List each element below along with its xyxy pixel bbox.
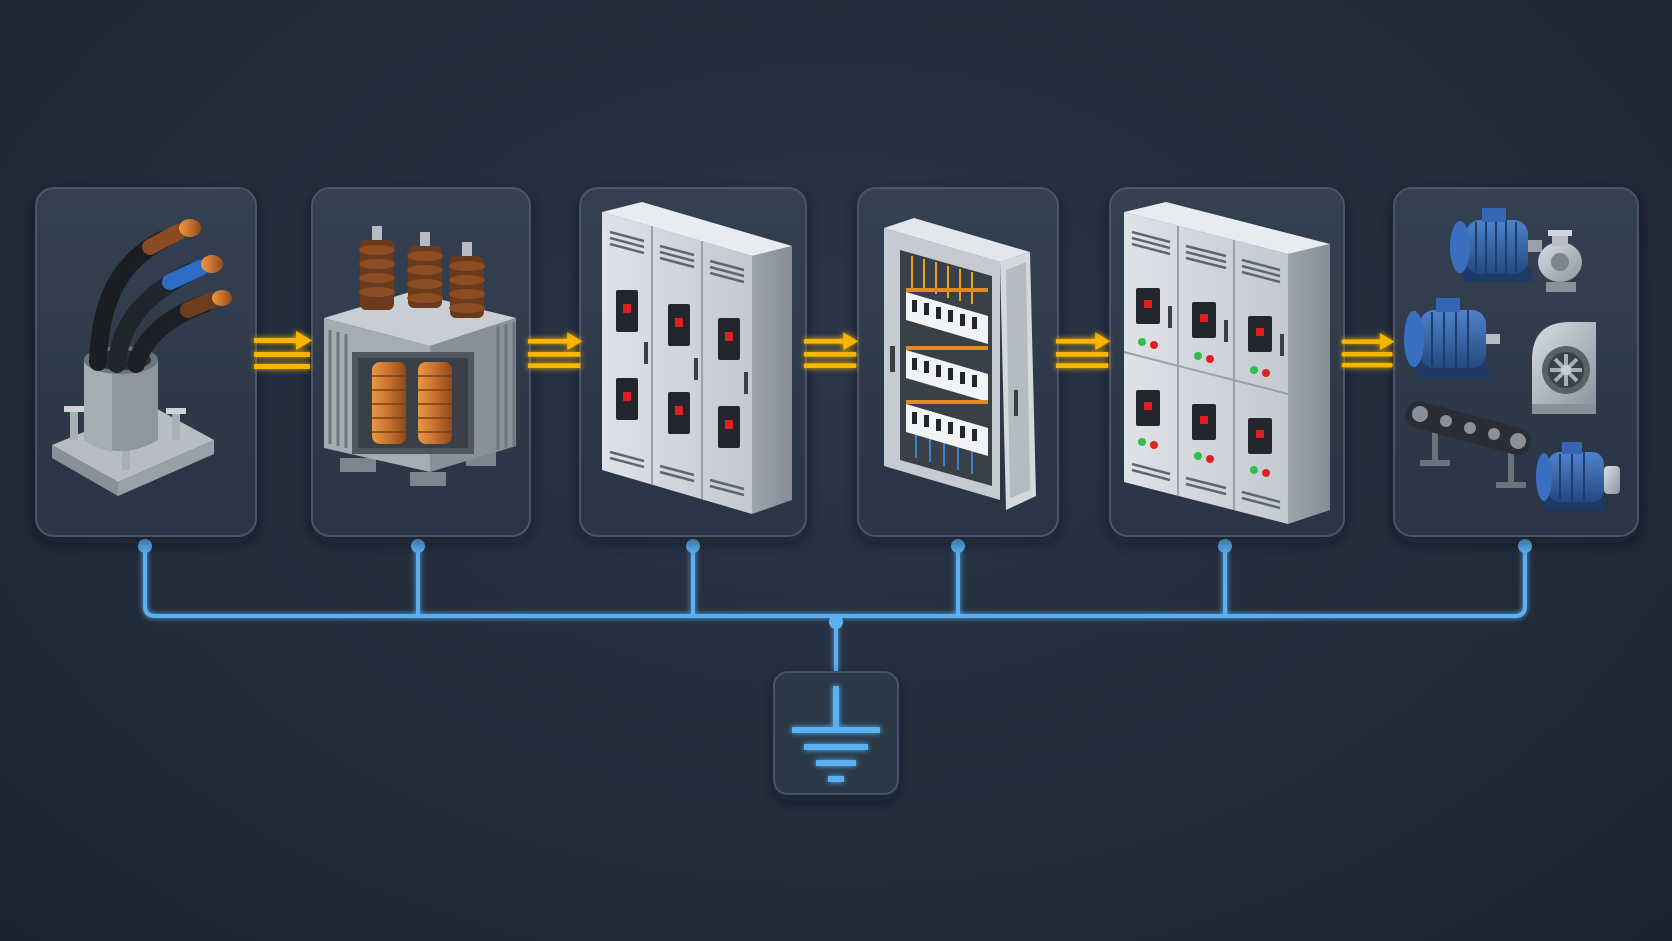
ground-nodes [138,539,1532,629]
double-arrow-icon [803,332,859,368]
ground-bus-line [143,546,1527,618]
ground-node-5 [1218,539,1232,553]
double-arrow-icon [1055,332,1111,368]
conveyor-icon [1405,401,1531,488]
ground-node-3 [686,539,700,553]
ground-junction [829,615,843,629]
ground-node-6 [1518,539,1532,553]
motor-pump-icon [1450,208,1582,292]
breaker-panel-icon [884,218,1036,510]
motors-pump-fan-conveyor-icon [1404,208,1620,510]
double-arrow-icon [254,331,312,369]
motor-small-icon [1536,442,1620,510]
fan-icon [1532,322,1596,414]
three-core-cable-icon [52,219,232,496]
mcc-cabinet-icon [1123,202,1330,524]
earth-ground-icon [792,686,880,782]
power-transformer-icon [324,226,516,486]
ground-node-2 [411,539,425,553]
ground-node-4 [951,539,965,553]
double-arrow-icon [527,332,583,368]
stage-cards [35,187,1639,537]
ground-bus [143,546,1527,672]
switchgear-cabinet-icon [602,202,792,514]
ground-node-1 [138,539,152,553]
double-arrow-icon [1341,332,1395,368]
motor-icon [1404,298,1500,378]
